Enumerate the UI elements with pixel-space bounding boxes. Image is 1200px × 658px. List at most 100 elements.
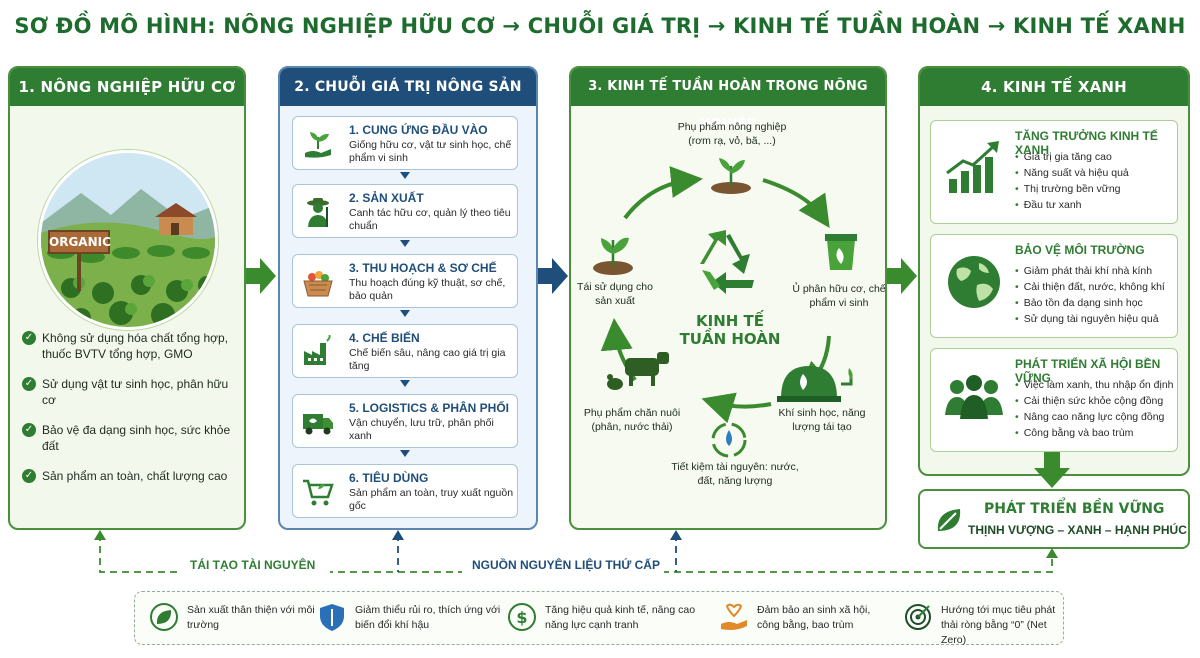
cycle-node-label: Phụ phẩm nông nghiệp (rơm rạ, vỏ, bã, ..… bbox=[677, 121, 787, 147]
step-text: Canh tác hữu cơ, quản lý theo tiêu chuẩn bbox=[349, 207, 511, 232]
step-title: 4. CHẾ BIẾN bbox=[349, 331, 420, 345]
list-item: Cải thiện sức khỏe cộng đồng bbox=[1015, 393, 1174, 409]
check-icon: ✓ bbox=[22, 423, 36, 437]
organic-farm-illustration: ORGANIC bbox=[38, 150, 218, 330]
globe-icon bbox=[948, 256, 1000, 308]
cycle-node-label: Phụ phẩm chăn nuôi (phân, nước thải) bbox=[583, 407, 681, 433]
check-icon: ✓ bbox=[22, 377, 36, 391]
biogas-icon bbox=[777, 366, 853, 402]
list-item: ✓Sản phẩm an toàn, chất lượng cao bbox=[22, 468, 242, 484]
social-development-box: PHÁT TRIỂN XÃ HỘI BỀN VỮNG Việc làm xanh… bbox=[930, 348, 1178, 452]
panel-value-chain: 2. CHUỖI GIÁ TRỊ NÔNG SẢN HỮU CƠ 1. CUNG… bbox=[278, 66, 538, 530]
check-icon: ✓ bbox=[22, 331, 36, 345]
chevron-down-icon bbox=[400, 310, 410, 317]
basket-icon bbox=[303, 271, 333, 297]
panel1-heading: 1. NÔNG NGHIỆP HỮU CƠ bbox=[10, 68, 244, 106]
step-title: 6. TIÊU DÙNG bbox=[349, 471, 429, 485]
list-item: Nâng cao năng lực cộng đồng bbox=[1015, 409, 1174, 425]
sustainable-development-box: PHÁT TRIỂN BỀN VỮNG THỊNH VƯỢNG – XANH –… bbox=[918, 489, 1190, 549]
panel4-heading: 4. KINH TẾ XANH bbox=[920, 68, 1188, 106]
chevron-down-icon bbox=[400, 172, 410, 179]
target-icon bbox=[905, 604, 931, 630]
benefit-text: Hướng tới mục tiêu phát thải ròng bằng “… bbox=[941, 604, 1056, 646]
value-chain-step: 5. LOGISTICS & PHÂN PHỐI Vận chuyển, lưu… bbox=[292, 394, 518, 448]
benefit-item: Hướng tới mục tiêu phát thải ròng bằng “… bbox=[903, 600, 1063, 646]
panel-green-economy: 4. KINH TẾ XANH TĂNG TRƯỞNG KINH TẾ XANH… bbox=[918, 66, 1190, 476]
benefits-footer: Sản xuất thân thiện với môi trường Giảm … bbox=[134, 591, 1064, 646]
heart-hand-icon bbox=[721, 603, 747, 630]
cycle-node-label: Tiết kiệm tài nguyên: nước, đất, năng lư… bbox=[671, 461, 799, 487]
circular-economy-center-title: KINH TẾ TUẦN HOÀN bbox=[679, 312, 781, 348]
value-chain-step: 2. SẢN XUẤT Canh tác hữu cơ, quản lý the… bbox=[292, 184, 518, 238]
step-title: 3. THU HOẠCH & SƠ CHẾ bbox=[349, 261, 497, 275]
chevron-down-icon bbox=[400, 450, 410, 457]
sustainable-subtitle: THỊNH VƯỢNG – XANH – HẠNH PHÚC bbox=[968, 523, 1187, 537]
panel3-heading: 3. KINH TẾ TUẦN HOÀN TRONG NÔNG NGHIỆP bbox=[571, 68, 885, 132]
feedback-label-secondary-materials: NGUỒN NGUYÊN LIỆU THỨ CẤP bbox=[472, 558, 660, 572]
box-list: Giá trị gia tăng cao Năng suất và hiệu q… bbox=[1015, 149, 1129, 213]
list-item: Cải thiện đất, nước, không khí bbox=[1015, 279, 1165, 295]
growth-chart-icon bbox=[946, 141, 999, 193]
page-title: SƠ ĐỒ MÔ HÌNH: NÔNG NGHIỆP HỮU CƠ → CHUỖ… bbox=[14, 14, 1186, 38]
step-text: Vận chuyển, lưu trữ, phân phối xanh bbox=[349, 417, 494, 442]
cycle-node-label: Khí sinh học, năng lượng tái tạo bbox=[778, 407, 866, 433]
list-item: Giảm phát thải khí nhà kính bbox=[1015, 263, 1165, 279]
box-list: Việc làm xanh, thu nhập ổn định Cải thiệ… bbox=[1015, 377, 1174, 441]
compost-bin-icon bbox=[825, 234, 857, 270]
green-growth-box: TĂNG TRƯỞNG KINH TẾ XANH Giá trị gia tăn… bbox=[930, 120, 1178, 224]
cycle-node-label: Tái sử dụng cho sản xuất bbox=[577, 281, 653, 307]
shield-icon bbox=[320, 604, 344, 631]
organic-badge: ORGANIC bbox=[49, 235, 111, 249]
feedback-label-resource-regeneration: TÁI TẠO TÀI NGUYÊN bbox=[190, 558, 316, 572]
factory-icon bbox=[304, 335, 331, 365]
step-text: Giống hữu cơ, vật tư sinh học, chế phẩm … bbox=[349, 139, 512, 164]
sustainable-title: PHÁT TRIỂN BỀN VỮNG bbox=[984, 501, 1165, 517]
value-chain-step: 6. TIÊU DÙNG Sản phẩm an toàn, truy xuất… bbox=[292, 464, 518, 518]
recycle-icon bbox=[700, 230, 754, 294]
panel-organic-agriculture: 1. NÔNG NGHIỆP HỮU CƠ bbox=[8, 66, 246, 530]
benefit-item: Đảm bảo an sinh xã hội, công bằng, bao t… bbox=[719, 600, 895, 638]
panel2-heading: 2. CHUỖI GIÁ TRỊ NÔNG SẢN HỮU CƠ bbox=[280, 68, 536, 133]
sprout-icon bbox=[711, 158, 751, 194]
leaf-circle-icon bbox=[150, 603, 178, 631]
list-item: Bảo tồn đa dạng sinh học bbox=[1015, 295, 1165, 311]
arrow-right-icon bbox=[246, 258, 276, 294]
truck-icon bbox=[303, 414, 333, 435]
arrow-down-icon bbox=[1034, 452, 1070, 488]
water-recycle-icon bbox=[711, 422, 747, 458]
organic-principles-list: ✓Không sử dụng hóa chất tổng hợp, thuốc … bbox=[22, 330, 242, 498]
list-item: ✓Sử dụng vật tư sinh học, phân hữu cơ bbox=[22, 376, 242, 408]
list-item: Việc làm xanh, thu nhập ổn định bbox=[1015, 377, 1174, 393]
list-item: Đầu tư xanh bbox=[1015, 197, 1129, 213]
value-chain-step: 1. CUNG ỨNG ĐẦU VÀO Giống hữu cơ, vật tư… bbox=[292, 116, 518, 170]
cart-icon bbox=[303, 479, 334, 506]
list-item: Năng suất và hiệu quả bbox=[1015, 165, 1129, 181]
benefit-text: Sản xuất thân thiện với môi trường bbox=[187, 604, 315, 631]
seedling-hand-icon bbox=[305, 132, 331, 158]
check-icon: ✓ bbox=[22, 469, 36, 483]
cycle-node-label: Ủ phân hữu cơ, chế phẩm vi sinh bbox=[792, 283, 886, 309]
svg-text:$: $ bbox=[516, 608, 527, 627]
leaf-icon bbox=[937, 509, 961, 531]
people-icon bbox=[945, 375, 1003, 419]
step-title: 5. LOGISTICS & PHÂN PHỐI bbox=[349, 401, 510, 415]
benefit-text: Đảm bảo an sinh xã hội, công bằng, bao t… bbox=[757, 604, 871, 631]
list-item: ✓Bảo vệ đa dạng sinh học, sức khỏe đất bbox=[22, 422, 242, 454]
livestock-icon bbox=[607, 352, 669, 390]
chevron-down-icon bbox=[400, 240, 410, 247]
step-title: 1. CUNG ỨNG ĐẦU VÀO bbox=[349, 123, 488, 137]
chevron-down-icon bbox=[400, 380, 410, 387]
benefit-text: Giảm thiểu rủi ro, thích ứng với biến đổ… bbox=[355, 604, 501, 631]
step-title: 2. SẢN XUẤT bbox=[349, 191, 424, 205]
dollar-icon: $ bbox=[508, 603, 536, 631]
feedback-loop bbox=[94, 530, 1058, 574]
benefit-item: Sản xuất thân thiện với môi trường bbox=[149, 600, 317, 638]
box-title: BẢO VỆ MÔI TRƯỜNG bbox=[1015, 243, 1145, 257]
list-item: Thị trường bền vững bbox=[1015, 181, 1129, 197]
step-text: Chế biến sâu, nâng cao giá trị gia tăng bbox=[349, 347, 506, 372]
panel-circular-economy: 3. KINH TẾ TUẦN HOÀN TRONG NÔNG NGHIỆP bbox=[569, 66, 887, 530]
farmer-icon bbox=[307, 198, 329, 227]
plant-icon bbox=[593, 237, 633, 275]
value-chain-step: 4. CHẾ BIẾN Chế biến sâu, nâng cao giá t… bbox=[292, 324, 518, 378]
step-text: Sản phẩm an toàn, truy xuất nguồn gốc bbox=[349, 487, 514, 512]
